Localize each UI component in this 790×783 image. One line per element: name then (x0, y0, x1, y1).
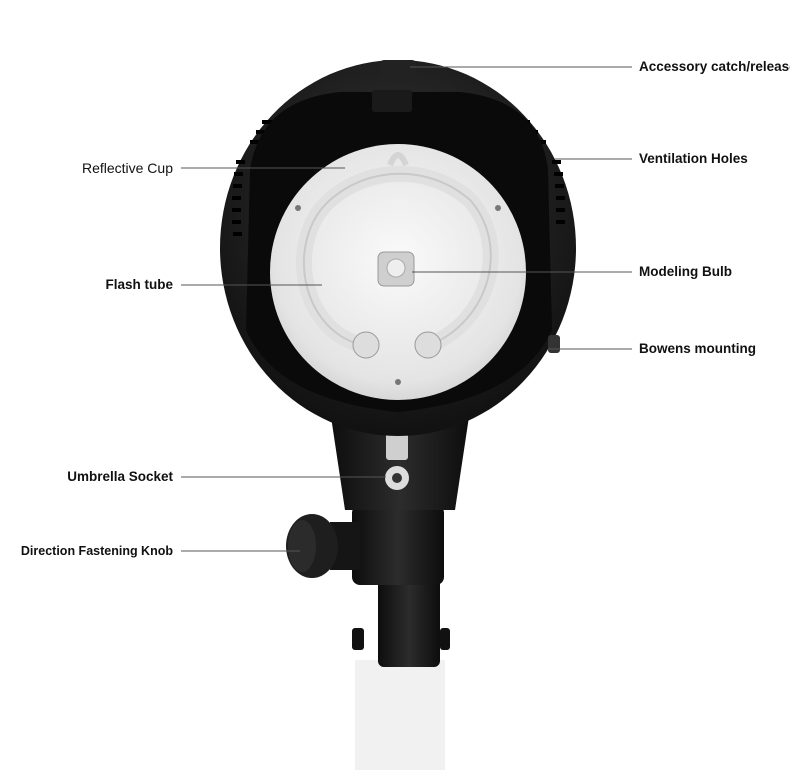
label-ventilation-holes: Ventilation Holes (639, 151, 748, 166)
label-direction-fastening-knob: Direction Fastening Knob (20, 544, 173, 558)
label-umbrella-socket: Umbrella Socket (67, 469, 173, 484)
label-flash-tube: Flash tube (105, 277, 173, 292)
label-modeling-bulb: Modeling Bulb (639, 264, 732, 279)
flash-tube (295, 152, 499, 359)
label-accessory-catch: Accessory catch/release (639, 59, 790, 74)
handle (378, 575, 440, 667)
leader-lines (181, 66, 632, 552)
floor-reflection (355, 660, 445, 770)
umbrella-socket (385, 430, 409, 490)
ventilation-holes (232, 120, 565, 236)
label-bowens-mounting: Bowens mounting (639, 341, 756, 356)
direction-fastening-knob (286, 514, 360, 578)
modeling-bulb (377, 251, 415, 287)
accessory-catch (372, 60, 416, 112)
mount-block (352, 505, 444, 585)
label-reflective-cup: Reflective Cup (81, 160, 173, 176)
